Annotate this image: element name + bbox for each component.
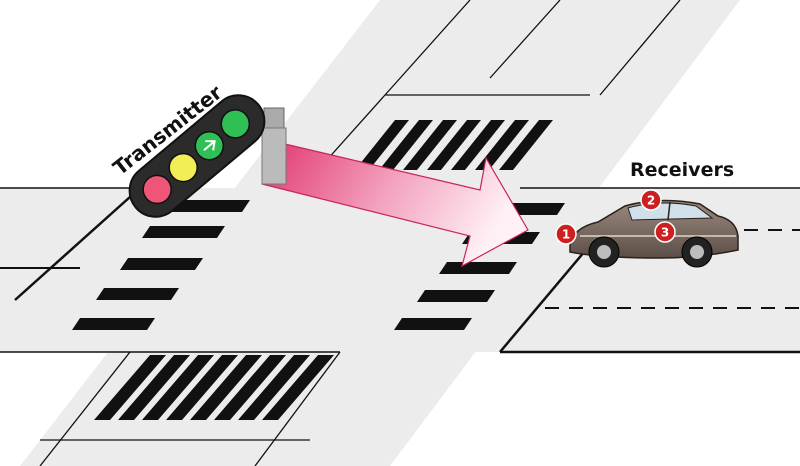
crosswalk-stripe <box>96 288 179 300</box>
receiver-marker-2: 2 <box>641 190 661 210</box>
crosswalk-stripe <box>439 262 517 274</box>
crosswalk-stripe <box>142 226 225 238</box>
receiver-marker-1: 1 <box>556 224 576 244</box>
crosswalk-stripe <box>120 258 203 270</box>
crosswalk-stripe <box>394 318 472 330</box>
receiver-marker-1-label: 1 <box>562 228 570 242</box>
receiver-marker-3-label: 3 <box>661 226 669 240</box>
crosswalk-stripe <box>72 318 155 330</box>
receiver-marker-2-label: 2 <box>647 194 655 208</box>
receivers-label: Receivers <box>630 159 734 181</box>
crosswalk-stripe <box>417 290 495 302</box>
receiver-marker-3: 3 <box>655 222 675 242</box>
